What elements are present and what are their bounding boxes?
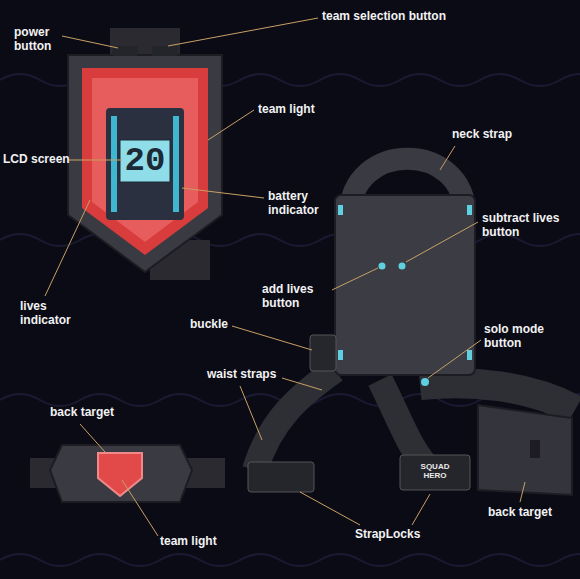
callout-label: buckle — [190, 318, 228, 332]
back-device — [248, 159, 575, 495]
callout-label: team selection button — [322, 10, 446, 24]
callout-label: team light — [160, 535, 217, 549]
callout-label: back target — [50, 406, 114, 420]
leader-lines — [45, 18, 525, 536]
brand-mark: SQUAD HERO — [412, 462, 458, 480]
callout-label: waist straps — [207, 368, 276, 382]
callout-label: team light — [258, 103, 315, 117]
lcd-readout: 20 — [120, 140, 170, 182]
callout-label: neck strap — [452, 128, 512, 142]
callout-label: add lives button — [262, 283, 328, 311]
back-target-device — [30, 445, 225, 502]
callout-label: solo mode button — [484, 323, 564, 351]
callout-label: StrapLocks — [355, 528, 420, 542]
front-device — [68, 28, 222, 280]
callout-label: back target — [488, 506, 552, 520]
callout-label: lives indicator — [20, 300, 82, 328]
callout-label: LCD screen — [3, 153, 70, 167]
callout-label: battery indicator — [268, 190, 330, 218]
callout-label: subtract lives button — [482, 212, 574, 240]
callout-label: power button — [14, 26, 60, 54]
